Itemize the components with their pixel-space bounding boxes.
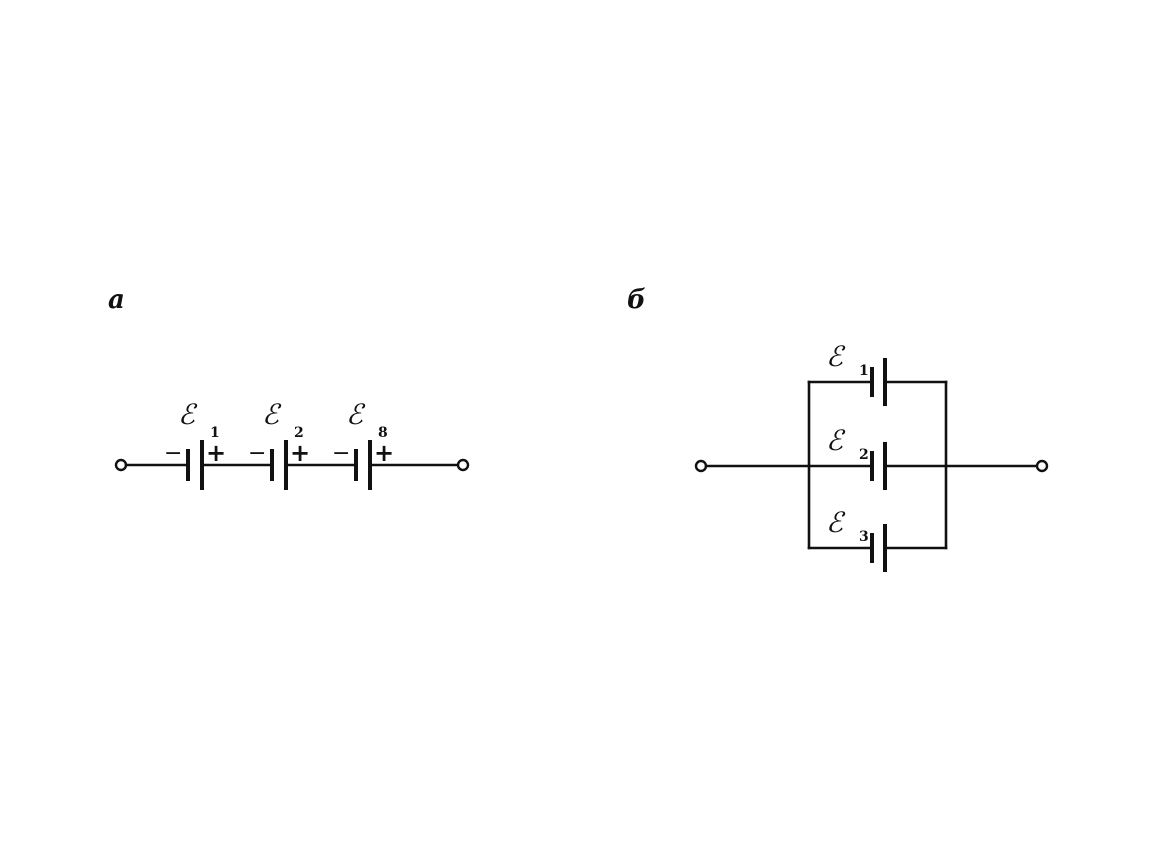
right-terminal-a: [456, 458, 470, 472]
cell-a-1-minus-sign: −: [164, 441, 182, 466]
cell-b-1-emf-symbol: ℰ: [826, 340, 846, 373]
cell-b-1: ℰ 1: [807, 340, 948, 406]
cell-a-2-plus-sign: +: [290, 439, 310, 467]
cell-a-3-plus-sign: +: [374, 439, 394, 467]
left-terminal-a: [114, 458, 128, 472]
cell-a-3-emf-subscript: 8: [378, 425, 388, 441]
panel-b-parallel: б ℰ 1 ℰ 2: [627, 285, 1049, 572]
cell-b-2-emf-subscript: 2: [859, 447, 869, 463]
left-terminal-b: [694, 459, 708, 473]
cell-a-3: ℰ 8 − +: [332, 398, 394, 490]
cell-b-2: ℰ 2: [807, 424, 948, 490]
panel-a-series: а ℰ 1 − + ℰ 2 − + ℰ 8 −: [108, 285, 470, 490]
panel-a-label: а: [108, 285, 125, 315]
cell-a-1-plus-sign: +: [206, 439, 226, 467]
cell-a-1-emf-symbol: ℰ: [178, 398, 198, 431]
cell-a-2-emf-symbol: ℰ: [262, 398, 282, 431]
cell-a-2-minus-sign: −: [248, 441, 266, 466]
cell-b-3-emf-subscript: 3: [859, 529, 869, 545]
cell-a-2: ℰ 2 − +: [248, 398, 310, 490]
cell-a-3-emf-symbol: ℰ: [346, 398, 366, 431]
cell-a-2-emf-subscript: 2: [294, 425, 304, 441]
cell-a-1: ℰ 1 − +: [164, 398, 226, 490]
cell-b-3: ℰ 3: [807, 506, 948, 572]
panel-b-label: б: [627, 285, 646, 315]
cell-a-1-emf-subscript: 1: [210, 425, 220, 441]
cell-b-3-emf-symbol: ℰ: [826, 506, 846, 539]
cell-b-1-emf-subscript: 1: [859, 363, 869, 379]
cell-b-2-emf-symbol: ℰ: [826, 424, 846, 457]
right-terminal-b: [1035, 459, 1049, 473]
cell-a-3-minus-sign: −: [332, 441, 350, 466]
